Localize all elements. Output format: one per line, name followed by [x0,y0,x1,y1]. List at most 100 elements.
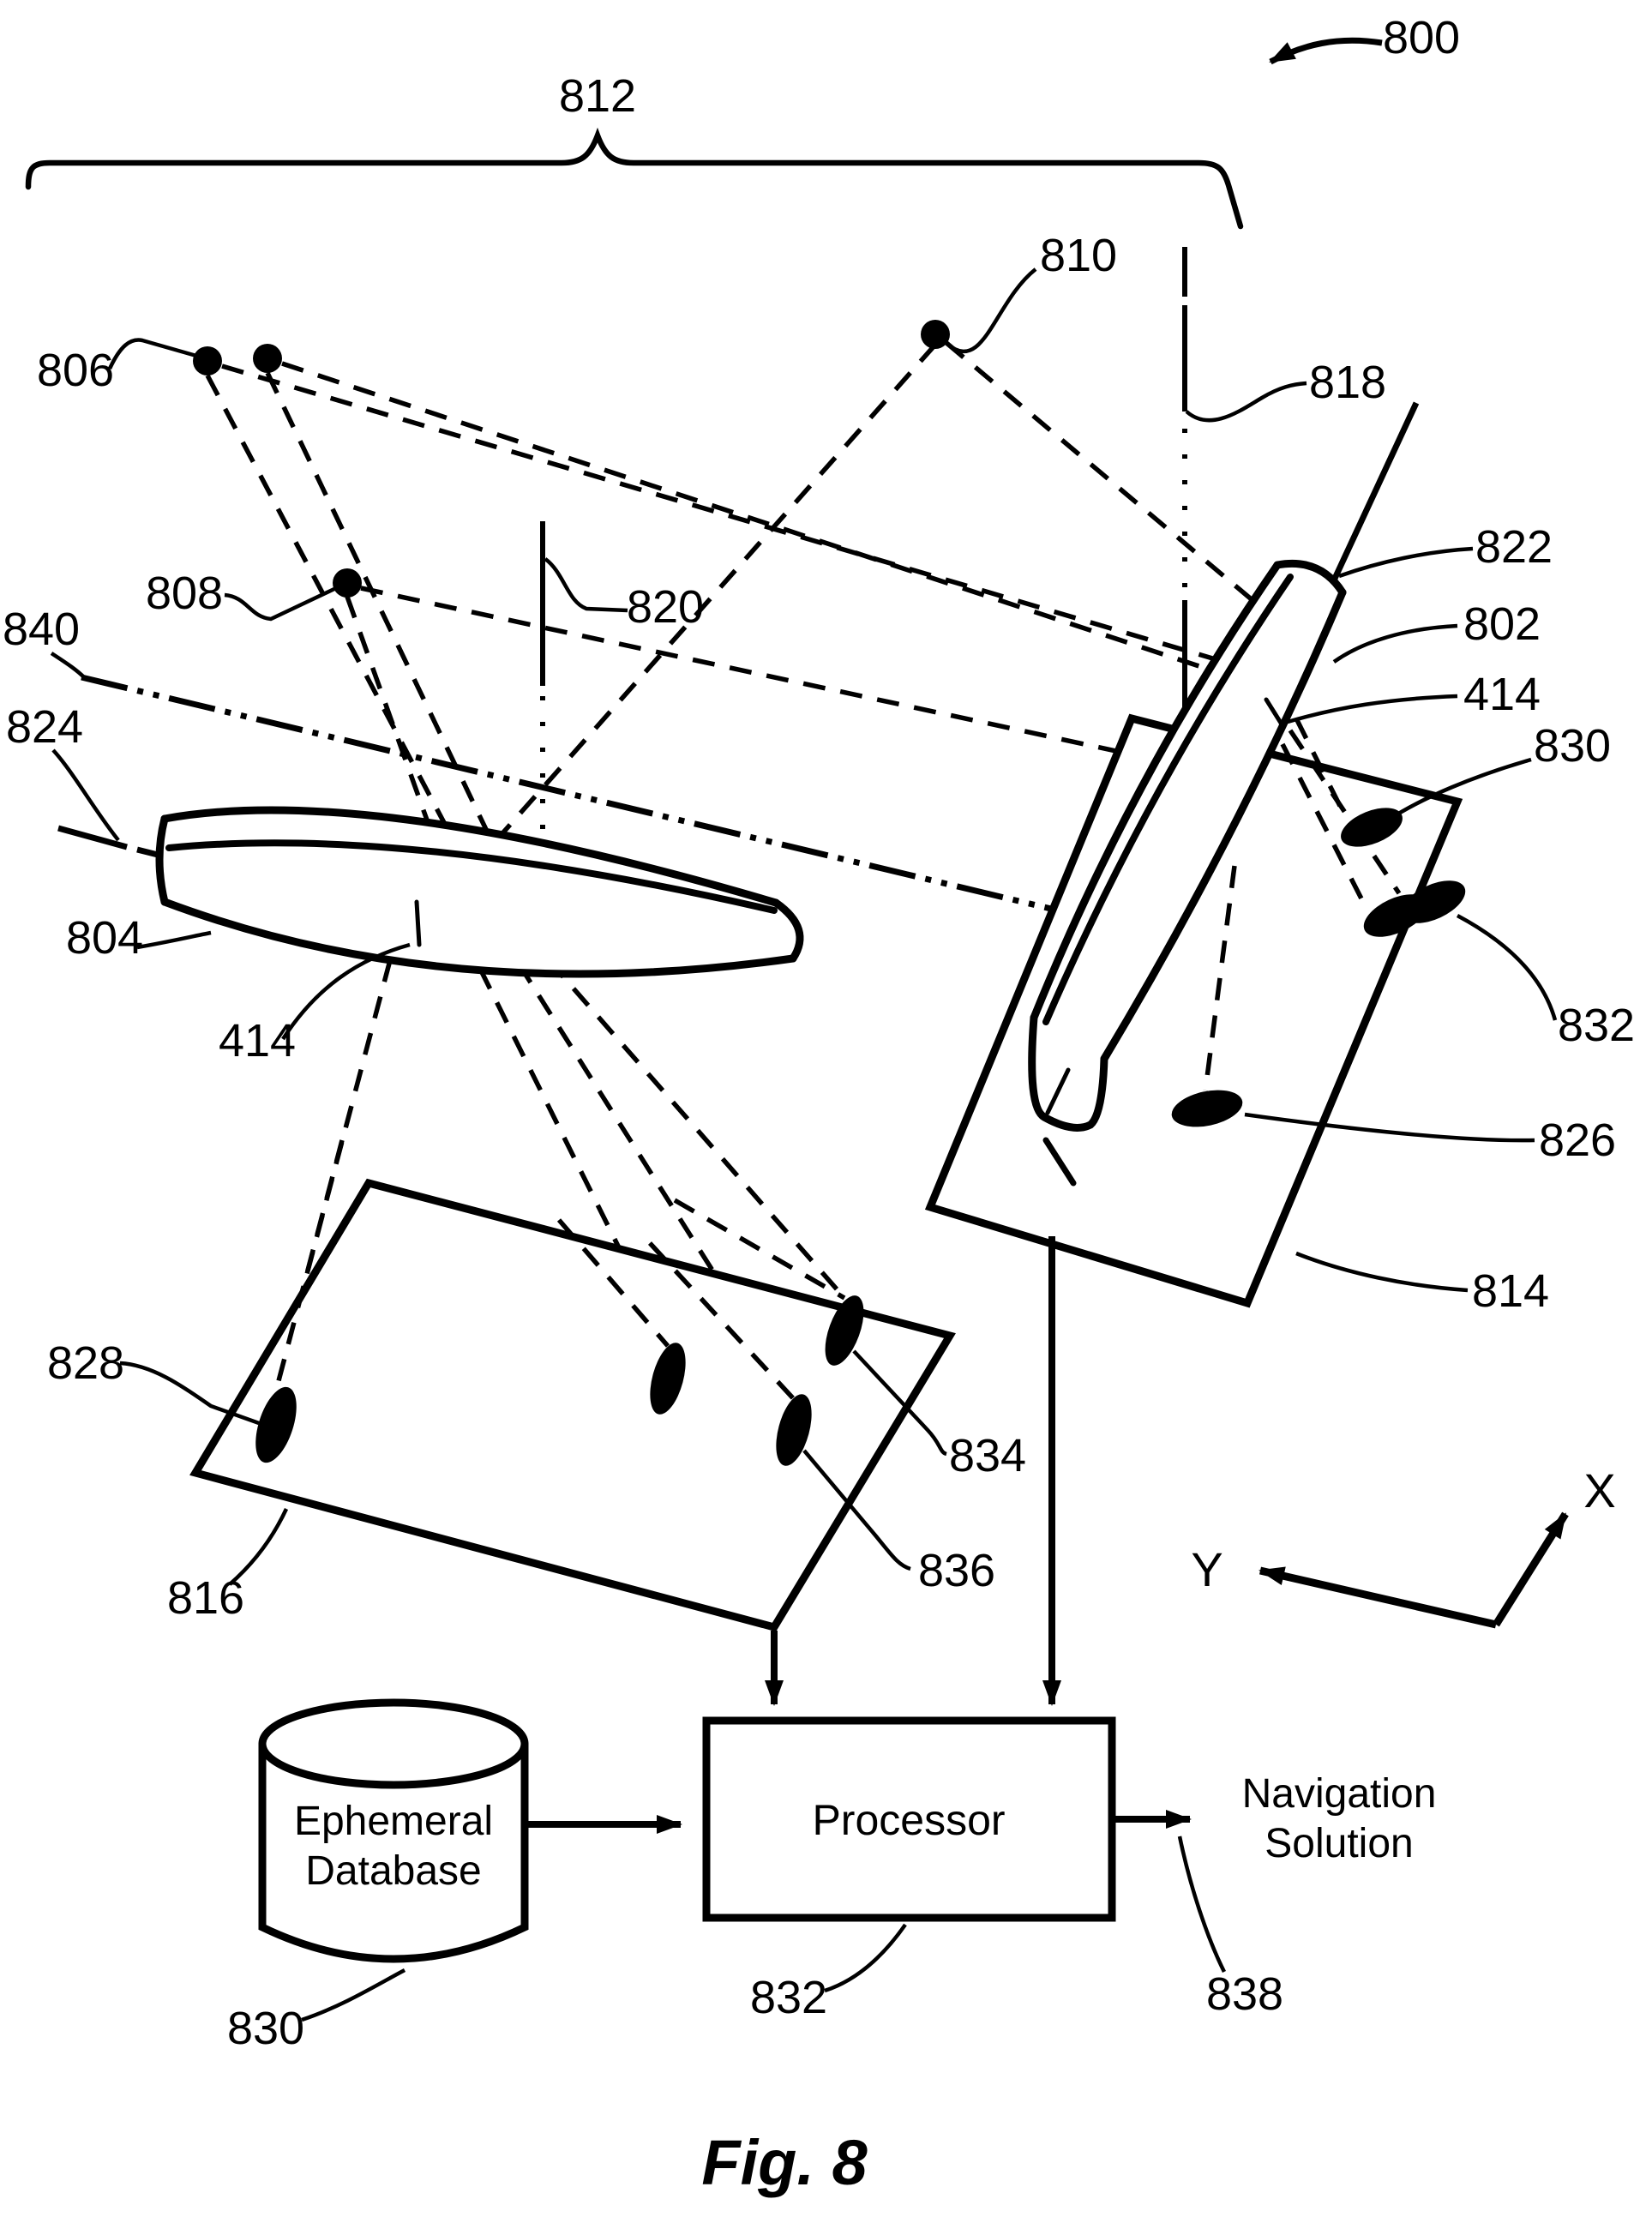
leader-820 [544,557,628,613]
star-808 [333,568,362,598]
lens-802-tick-414 [1264,697,1286,730]
lens-804 [155,806,804,978]
label-414-left: 414 [219,1015,296,1066]
spot-middle [650,1343,686,1415]
spot-828 [255,1386,297,1463]
leader-830-database [301,1968,406,2022]
coordinate-axes: Y X [1191,1463,1616,1629]
label-830-database: 830 [227,2003,304,2054]
database-top [258,1698,529,1789]
stars [193,320,950,598]
label-832-processor: 832 [750,1972,827,2023]
label-828: 828 [47,1337,124,1389]
leader-834 [852,1349,947,1457]
signal-arrows [765,1236,1061,1706]
optical-axis-824-line [57,825,162,859]
label-820: 820 [627,581,704,633]
ray-810-right [945,340,1260,608]
leader-818 [1185,381,1307,423]
lens-802-front-edge [1030,561,1282,1022]
lens-804-tick-414 [414,899,422,947]
label-414-right: 414 [1463,669,1541,720]
label-832-spots: 832 [1558,1000,1635,1051]
ray-806a-right [221,363,1225,664]
figure-caption: Fig. 8 [701,2127,868,2198]
label-814: 814 [1472,1265,1549,1317]
label-808: 808 [146,568,223,619]
leader-838 [1177,1835,1227,1974]
ray-806b-right [281,361,1228,678]
label-830-spot: 830 [1534,720,1611,772]
processor-label: Processor [812,1796,1005,1844]
label-818: 818 [1309,357,1386,408]
label-806: 806 [37,345,114,396]
database-label-line1: Ephemeral [294,1799,493,1844]
x-axis-arrow [1493,1511,1569,1627]
lens-802-bottom-cap [1028,1013,1108,1132]
ray-to-spot-826 [1203,865,1237,1091]
spot-836 [776,1394,812,1466]
output-label-line1: Navigation [1242,1771,1437,1817]
label-824: 824 [6,701,83,753]
leader-836 [802,1449,911,1571]
label-834: 834 [949,1430,1026,1481]
rays-right-lens-to-plane-814 [1203,717,1402,1091]
leader-814 [1295,1251,1469,1293]
detector-plane-816 [189,1178,956,1632]
y-axis-label: Y [1191,1542,1222,1596]
rays-to-right-lens [221,340,1260,767]
label-812: 812 [559,70,636,122]
label-804: 804 [66,912,143,964]
leader-414-left [281,942,411,1041]
image-spots-plane-814 [1171,808,1466,1127]
label-836: 836 [918,1545,995,1596]
label-816: 816 [167,1572,244,1624]
leader-804 [136,930,212,950]
image-spots-plane-816 [255,1295,864,1466]
database-body [258,1744,529,1963]
processor-box: Processor [702,1716,1116,1922]
output-label-line2: Solution [1265,1821,1413,1866]
lens-802-top-cap [1273,559,1347,597]
spot-834 [825,1295,864,1366]
label-802: 802 [1463,598,1541,650]
leader-816 [228,1508,289,1586]
leader-826 [1244,1112,1535,1143]
rays-on-plane-816 [273,1139,846,1401]
reference-numerals: 800 812 806 808 810 818 820 822 840 824 … [3,12,1635,2054]
label-840: 840 [3,604,80,655]
lens-804-tip-cap [772,898,804,963]
leader-840 [50,652,86,679]
y-axis-arrow [1259,1566,1498,1629]
leader-808 [224,586,337,622]
leader-824 [51,748,120,842]
leader-414-right [1287,694,1458,724]
ephemeral-database: Ephemeral Database [258,1698,529,1963]
label-822: 822 [1475,521,1553,573]
ray-808-right [360,586,1180,767]
spot-832b [1401,880,1466,923]
leader-810 [946,267,1037,353]
lens-804-top-front-edge [165,839,778,914]
lens-802-back-edge [1100,588,1347,1063]
brace-812 [25,127,1244,230]
ray-to-spot-832b [1288,729,1402,895]
leader-806 [107,338,203,370]
lens-802-inner-edge [1042,574,1294,1025]
leader-832-processor [824,1923,907,1993]
label-838: 838 [1206,1968,1283,2020]
detector-plane-814 [924,713,1463,1308]
lens-804-bottom-edge [160,898,797,978]
leader-828 [119,1361,260,1426]
star-806b [253,344,282,373]
spot-830 [1341,808,1403,847]
x-axis-label: X [1583,1463,1615,1517]
ray-808-left [345,596,483,970]
star-806a [193,346,222,376]
leader-802 [1332,623,1458,664]
lens-802 [1028,559,1347,1132]
axis-stub-below-lens [1042,1137,1077,1187]
label-800: 800 [1383,12,1460,63]
star-810 [921,320,950,349]
